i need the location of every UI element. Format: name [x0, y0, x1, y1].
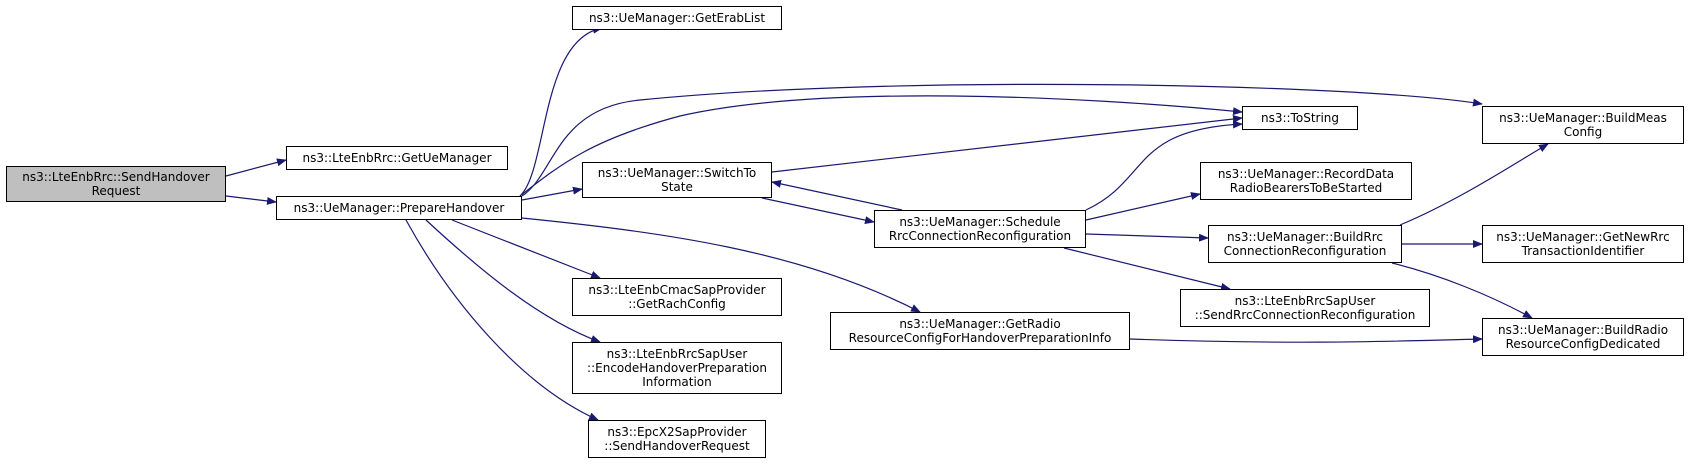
- node-label-line: Information: [642, 375, 712, 389]
- node-label-line: Config: [1563, 125, 1603, 139]
- node-label-line: ns3::LteEnbRrcSapUser: [1234, 294, 1376, 308]
- edge-prepare-to-get-rach-config: [451, 219, 601, 279]
- edge-prepare-to-to-string: [519, 95, 1243, 197]
- node-label-line: RrcConnectionReconfiguration: [888, 229, 1072, 243]
- node-label-line: State: [661, 180, 693, 194]
- node-build-radio-resource-config-dedicated[interactable]: ns3::UeManager::BuildRadio ResourceConfi…: [1482, 318, 1684, 356]
- edge-prepare-to-get-erab-list: [519, 25, 603, 197]
- node-label-line: ns3::LteEnbRrcSapUser: [606, 347, 748, 361]
- node-build-meas-config[interactable]: ns3::UeManager::BuildMeas Config: [1482, 106, 1684, 144]
- node-label-line: ns3::UeManager::RecordData: [1217, 167, 1395, 181]
- node-label-line: ns3::UeManager::BuildRrc: [1227, 230, 1383, 244]
- edge-schedule-to-to-string: [1085, 120, 1243, 211]
- edge-prepare-to-x2-send: [405, 219, 599, 421]
- node-label-line: ::SendRrcConnectionReconfiguration: [1194, 308, 1416, 322]
- node-encode-handover-preparation[interactable]: ns3::LteEnbRrcSapUser ::EncodeHandoverPr…: [572, 342, 782, 394]
- node-send-handover-request[interactable]: ns3::LteEnbRrc::SendHandover Request: [6, 166, 226, 202]
- node-get-new-rrc-transaction-id[interactable]: ns3::UeManager::GetNewRrc TransactionIde…: [1482, 225, 1684, 263]
- node-get-ue-manager[interactable]: ns3::LteEnbRrc::GetUeManager: [286, 146, 508, 170]
- edge-build-rrc-to-build-meas: [1399, 143, 1549, 226]
- edge-switch-to-to-string: [771, 115, 1243, 173]
- node-build-rrc-reconfiguration[interactable]: ns3::UeManager::BuildRrc ConnectionRecon…: [1208, 225, 1402, 263]
- node-label-line: ResourceConfigForHandoverPreparationInfo: [848, 331, 1112, 345]
- edge-prepare-to-switch-to-state: [521, 186, 583, 201]
- node-switch-to-state[interactable]: ns3::UeManager::SwitchTo State: [582, 162, 772, 198]
- node-label-line: ns3::LteEnbCmacSapProvider: [588, 283, 766, 297]
- edge-prepare-to-encode-handover: [425, 219, 601, 343]
- node-label-line: ns3::LteEnbRrc::GetUeManager: [302, 151, 492, 165]
- node-label-line: ns3::EpcX2SapProvider: [607, 425, 747, 439]
- node-label-line: Request: [91, 184, 141, 198]
- edge-schedule-to-switch: [771, 179, 903, 211]
- node-to-string[interactable]: ns3::ToString: [1242, 106, 1358, 130]
- node-get-erab-list[interactable]: ns3::UeManager::GetErabList: [572, 6, 782, 30]
- node-label-line: ::EncodeHandoverPreparation: [587, 361, 767, 375]
- node-prepare-handover[interactable]: ns3::UeManager::PrepareHandover: [276, 196, 522, 220]
- node-label-line: TransactionIdentifier: [1521, 244, 1645, 258]
- edge-prepare-to-build-meas-config: [521, 83, 1483, 197]
- edge-build-rrc-to-build-radio: [1391, 262, 1533, 319]
- node-label-line: ns3::UeManager::GetRadio: [899, 317, 1061, 331]
- node-label-line: ::GetRachConfig: [628, 297, 726, 311]
- node-label-line: ::SendHandoverRequest: [604, 439, 750, 453]
- edge-root-to-get-ue-manager: [225, 158, 287, 177]
- node-schedule-rrc-reconfiguration[interactable]: ns3::UeManager::Schedule RrcConnectionRe…: [874, 210, 1086, 248]
- node-label-line: ns3::UeManager::BuildMeas: [1499, 111, 1667, 125]
- edge-root-to-prepare-handover: [225, 195, 277, 205]
- node-label-line: ResourceConfigDedicated: [1505, 337, 1661, 351]
- node-label-line: ns3::ToString: [1260, 111, 1340, 125]
- node-label-line: ns3::UeManager::GetNewRrc: [1496, 230, 1670, 244]
- edge-schedule-to-send-rrc: [1063, 247, 1231, 291]
- node-label-line: ns3::UeManager::SwitchTo: [597, 166, 757, 180]
- node-label-line: ns3::UeManager::BuildRadio: [1497, 323, 1669, 337]
- edge-prepare-to-get-radio-hpi: [521, 217, 921, 313]
- node-label-line: ConnectionReconfiguration: [1223, 244, 1387, 258]
- node-send-rrc-reconfiguration[interactable]: ns3::LteEnbRrcSapUser ::SendRrcConnectio…: [1180, 289, 1430, 327]
- edge-switch-to-schedule: [761, 197, 875, 225]
- node-get-radio-resource-config-hpi[interactable]: ns3::UeManager::GetRadio ResourceConfigF…: [830, 312, 1130, 350]
- edge-schedule-to-build-rrc: [1085, 233, 1209, 242]
- node-label-line: ns3::UeManager::Schedule: [899, 215, 1061, 229]
- node-label-line: ns3::UeManager::PrepareHandover: [293, 201, 505, 215]
- edge-get-radio-hpi-to-build-radio: [1129, 335, 1483, 344]
- node-label-line: RadioBearersToBeStarted: [1229, 181, 1383, 195]
- node-label-line: ns3::LteEnbRrc::SendHandover: [22, 170, 210, 184]
- node-x2-send-handover-request[interactable]: ns3::EpcX2SapProvider ::SendHandoverRequ…: [588, 420, 766, 458]
- node-label-line: ns3::UeManager::GetErabList: [588, 11, 766, 25]
- node-get-rach-config[interactable]: ns3::LteEnbCmacSapProvider ::GetRachConf…: [572, 278, 782, 316]
- node-record-data-radio-bearers[interactable]: ns3::UeManager::RecordData RadioBearersT…: [1200, 162, 1412, 200]
- edge-schedule-to-record-data: [1085, 192, 1201, 221]
